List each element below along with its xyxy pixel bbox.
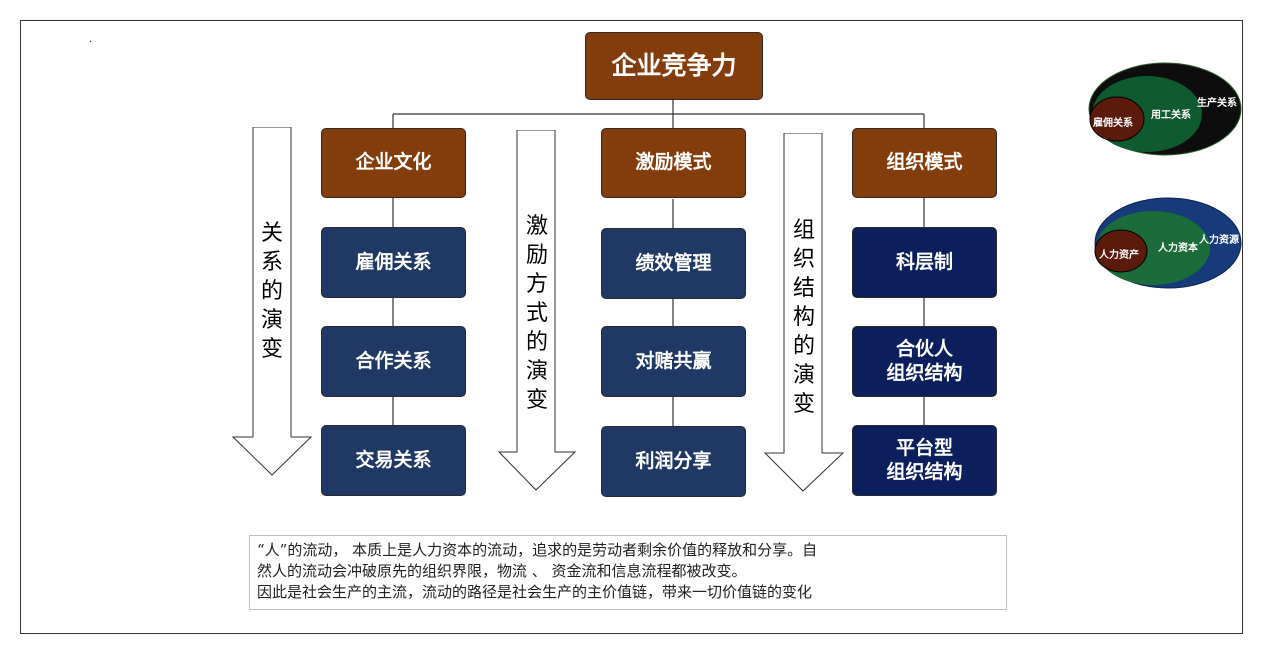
node-partnership-organization: 合伙人 组织结构 bbox=[852, 326, 997, 397]
ellipse-inner-assets bbox=[1094, 229, 1148, 273]
node-profit-sharing: 利润分享 bbox=[601, 426, 746, 497]
arrow-label-organization: 组 织 结 构 的 演 变 bbox=[792, 218, 815, 417]
caption-line-1: “人”的流动， 本质上是人力资本的流动，追求的是劳动者剩余价值的释放和分享。自 bbox=[257, 541, 818, 559]
column-head-culture: 企业文化 bbox=[321, 128, 466, 198]
down-arrow-organization bbox=[763, 133, 845, 492]
node-transaction-relation: 交易关系 bbox=[321, 425, 466, 496]
caption-line-2: 然人的流动会冲破原先的组织界限，物流 、 资金流和信息流程都被改变。 bbox=[257, 562, 747, 580]
caption-box: “人”的流动， 本质上是人力资本的流动，追求的是劳动者剩余价值的释放和分享。自 … bbox=[249, 535, 1007, 610]
down-arrow-incentive bbox=[497, 130, 577, 491]
ellipse-label-assets: 人力资产 bbox=[1099, 250, 1139, 261]
node-hierarchy: 科层制 bbox=[852, 227, 997, 298]
arrow-label-relation: 关 系 的 演 变 bbox=[260, 221, 283, 362]
nested-ellipse-human-resources: 人力资产 人力资本 人力资源 bbox=[1093, 197, 1243, 290]
top-node: 企业竞争力 bbox=[585, 32, 763, 100]
column-head-incentive: 激励模式 bbox=[601, 128, 746, 198]
ellipse-inner-employment bbox=[1089, 96, 1145, 142]
arrow-label-incentive: 激 励 方 式 的 演 变 bbox=[525, 214, 548, 413]
ellipse-label-capital: 人力资本 bbox=[1158, 243, 1198, 254]
down-arrow-relation bbox=[231, 127, 313, 476]
node-cooperation-relation: 合作关系 bbox=[321, 326, 466, 397]
ellipse-label-employment: 雇佣关系 bbox=[1093, 118, 1133, 129]
stray-dot: . bbox=[89, 34, 93, 45]
nested-ellipse-relations: 雇佣关系 用工关系 生产关系 bbox=[1087, 62, 1243, 157]
caption-line-3: 因此是社会生产的主流，流动的路径是社会生产的主价值链，带来一切价值链的变化 bbox=[257, 583, 813, 601]
ellipse-label-production: 生产关系 bbox=[1197, 98, 1237, 109]
node-valuation-adjustment: 对赌共赢 bbox=[601, 326, 746, 397]
column-head-organization: 组织模式 bbox=[852, 128, 997, 198]
ellipse-label-labor: 用工关系 bbox=[1151, 110, 1191, 121]
slide-frame bbox=[20, 20, 1243, 634]
ellipse-label-resources: 人力资源 bbox=[1199, 235, 1239, 246]
node-performance-management: 绩效管理 bbox=[601, 228, 746, 299]
node-employment-relation: 雇佣关系 bbox=[321, 227, 466, 298]
node-platform-organization: 平台型 组织结构 bbox=[852, 425, 997, 496]
